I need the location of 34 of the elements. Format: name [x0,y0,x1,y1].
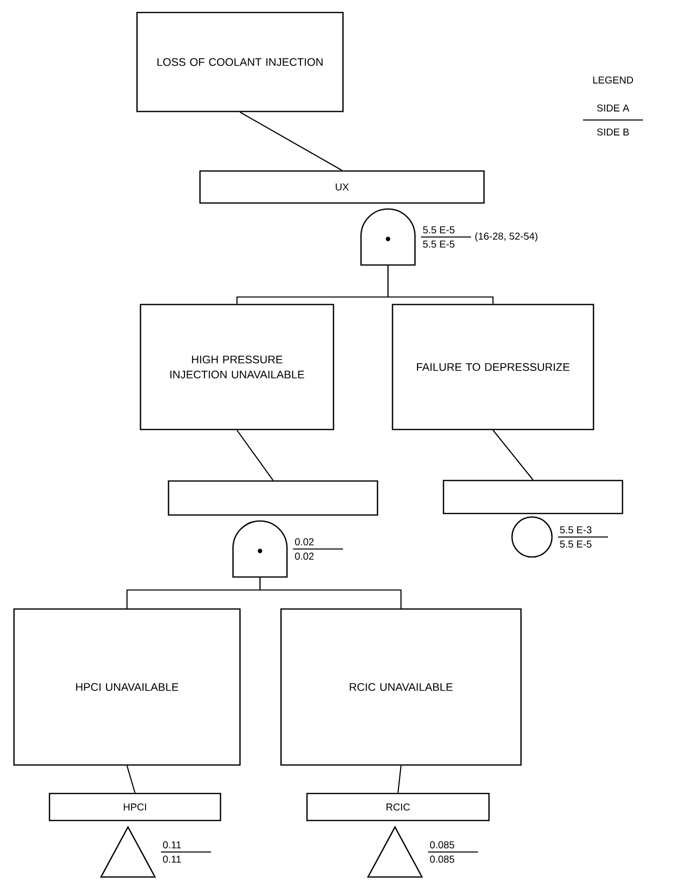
cut-set-label: (16-28, 52-54) [475,232,538,242]
connector-line [397,766,402,793]
event-box: LOSS OF COOLANT INJECTION [136,12,344,112]
event-box: FAILURE TO DEPRESSURIZE [392,304,594,430]
probability-value: 0.02 [295,538,314,546]
probability-value: 5.5 E-5 [423,240,454,248]
event-box: HIGH PRESSURE INJECTION UNAVAILABLE [140,304,334,430]
and-gate [360,208,416,266]
event-box: UX [199,170,485,204]
probability-value: 0.11 [163,856,181,863]
event-box [442,480,624,514]
legend-text: LEGEND [593,76,634,84]
event-box: RCIC [306,792,490,822]
probability-value: 0.085 [430,856,454,863]
connector-line [126,766,136,793]
probability-value: 5.5 E-5 [423,226,454,234]
legend-text: SIDE A [597,104,630,112]
basic-event-circle [511,516,553,558]
and-gate [232,520,288,578]
event-box: HPCI UNAVAILABLE [13,608,241,766]
legend-text: SIDE B [597,128,629,136]
probability-value: 0.02 [295,552,314,560]
connector-line [259,578,402,608]
connector-line [240,112,342,171]
probability-value: 0.085 [430,841,454,848]
connector-line [492,430,534,480]
connector-line [387,266,494,304]
probability-value: 0.11 [163,841,181,848]
event-box: RCIC UNAVAILABLE [280,608,522,766]
probability-value: 5.5 E-3 [560,526,592,534]
event-box [168,480,378,516]
event-box: HPCI [48,792,222,822]
probability-value: 5.5 E-5 [560,540,592,548]
connector-line [236,430,274,481]
